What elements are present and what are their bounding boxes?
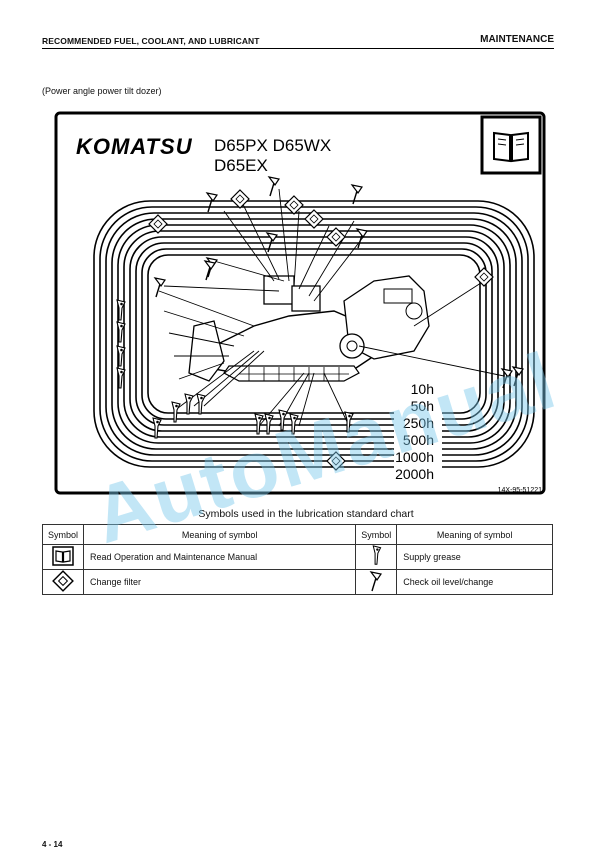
meaning-supply-grease: Supply grease [396,544,553,570]
chapter-title: MAINTENANCE [480,34,554,45]
manual-book-icon [480,115,542,175]
symbols-table: Symbol Meaning of symbol Symbol Meaning … [42,524,553,595]
header-meaning-1: Meaning of symbol [82,524,357,545]
interval-labels: 10h 50h 250h 500h 1000h 2000h [394,381,442,482]
symbols-table-title: Symbols used in the lubrication standard… [198,508,414,520]
interval-label-1000h: 1000h [395,449,434,465]
section-title: RECOMMENDED FUEL, COOLANT, AND LUBRICANT [42,36,260,46]
table-row: Read Operation and Maintenance Manual Su… [42,544,553,570]
meaning-check-oil: Check oil level/change [396,569,553,595]
lubrication-chart: KOMATSU D65PX D65WX D65EX [54,111,546,495]
interval-label-2000h: 2000h [395,466,434,482]
header-symbol-2: Symbol [355,524,398,545]
interval-label-10h: 10h [411,381,434,397]
change-filter-icon [42,569,84,595]
page-header: RECOMMENDED FUEL, COOLANT, AND LUBRICANT… [42,34,554,50]
meaning-change-filter: Change filter [82,569,357,595]
model-line-2: D65EX [214,156,268,175]
page-number: 4 - 14 [42,840,63,849]
header-rule [42,48,554,49]
manual-book-icon [42,544,84,570]
dozer-illustration [116,176,524,471]
figure-code: 14X-95-51221 [498,487,542,494]
model-line-1: D65PX D65WX [214,136,331,155]
grease-gun-icon [355,544,398,570]
meaning-read-manual: Read Operation and Maintenance Manual [82,544,357,570]
interval-label-250h: 250h [403,415,434,431]
table-header-row: Symbol Meaning of symbol Symbol Meaning … [42,524,553,545]
interval-label-500h: 500h [403,432,434,448]
brand-logo: KOMATSU [76,134,193,159]
header-meaning-2: Meaning of symbol [396,524,553,545]
oil-level-icon [355,569,398,595]
table-row: Change filter Check oil level/change [42,569,553,595]
header-symbol-1: Symbol [42,524,84,545]
figure-caption: (Power angle power tilt dozer) [42,86,162,96]
interval-label-50h: 50h [411,398,434,414]
